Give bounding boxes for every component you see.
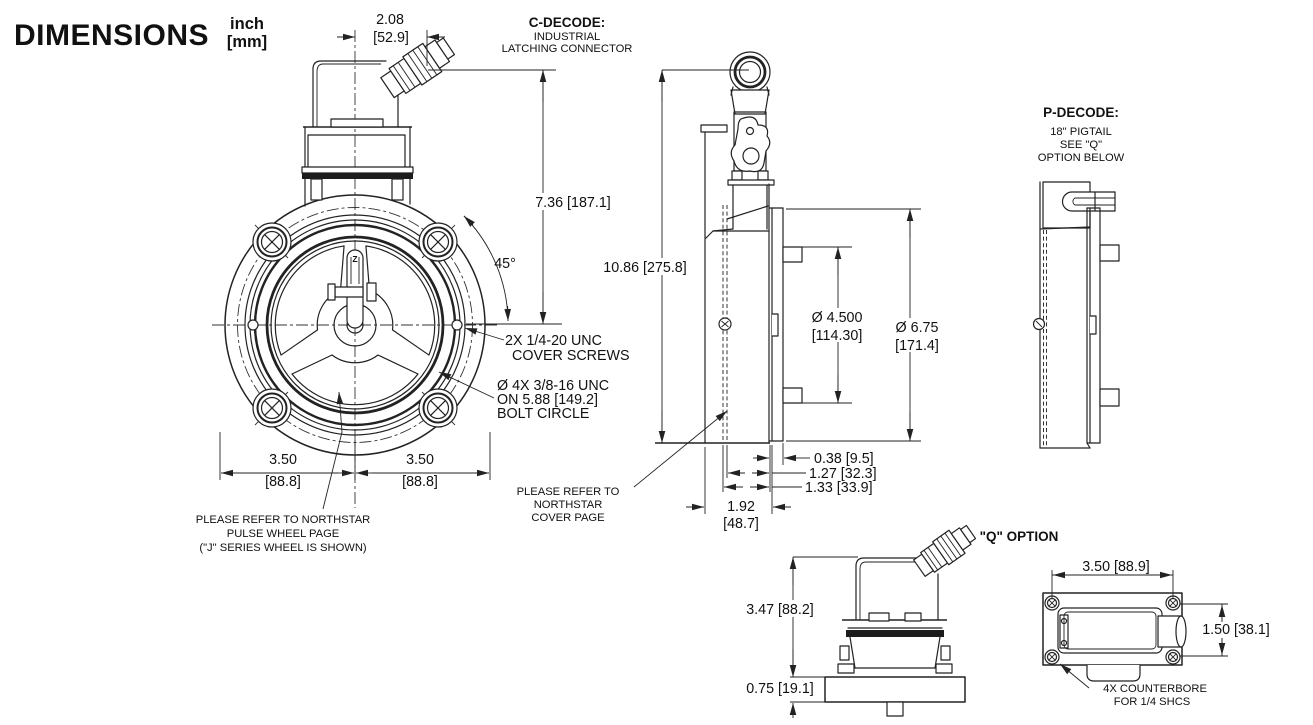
units-inch: inch xyxy=(230,15,264,33)
c-decode-line2: LATCHING CONNECTOR xyxy=(502,43,633,55)
dim-height-to-connector-label: 7.36 [187.1] xyxy=(535,195,611,211)
dim-overall-height-label: 10.86 [275.8] xyxy=(603,260,686,276)
dim-cover-depth: 1.27 [32.3] xyxy=(809,466,877,482)
note-cover-page: PLEASE REFER TO NORTHSTAR COVER PAGE xyxy=(517,410,728,524)
note-pulse-wheel-3: ("J" SERIES WHEEL IS SHOWN) xyxy=(199,542,367,554)
side-body xyxy=(655,183,803,444)
q-option-side-view: "Q" OPTION xyxy=(736,524,1059,718)
q-side-drawing xyxy=(824,524,977,717)
p-decode-view: P-DECODE: 18" PIGTAIL SEE "Q" OPTION BEL… xyxy=(1032,105,1125,449)
side-connector xyxy=(700,51,775,239)
dim-depths: 0.38 [9.5] 1.27 [32.3] 1.33 [33.9] 1.92 … xyxy=(686,443,877,532)
dim-q-width: 3.50 [88.9] xyxy=(1051,559,1174,599)
c-decode-line1: INDUSTRIAL xyxy=(534,31,601,43)
cover-housing xyxy=(301,37,456,207)
dim-screw-angle-label: 45° xyxy=(494,256,516,272)
dim-height-to-connector: 7.36 [187.1] xyxy=(428,69,622,325)
dim-q-spacing-label: 1.50 [38.1] xyxy=(1202,622,1270,638)
note-cover-page-2: NORTHSTAR xyxy=(534,499,603,511)
cover-screw-left xyxy=(247,319,259,331)
q-option-title: "Q" OPTION xyxy=(980,529,1059,544)
dim-overall-depth-mm: [48.7] xyxy=(723,516,759,532)
dim-q-base: 0.75 [19.1] xyxy=(736,680,824,718)
c-decode-note: C-DECODE: INDUSTRIAL LATCHING CONNECTOR xyxy=(502,15,633,55)
units-mm: [mm] xyxy=(227,33,267,51)
note-counterbore: 4X COUNTERBORE FOR 1/4 SHCS xyxy=(1059,663,1207,708)
dim-flange-dia: Ø 6.75 [171.4] xyxy=(786,208,950,442)
page-title: DIMENSIONS xyxy=(14,19,209,52)
p-decode-line1: 18" PIGTAIL xyxy=(1050,126,1112,138)
note-cover-page-1: PLEASE REFER TO xyxy=(517,486,620,498)
q-top-drawing xyxy=(1042,592,1187,682)
dim-overall-height: 10.86 [275.8] xyxy=(591,69,749,443)
note-cover-page-3: COVER PAGE xyxy=(531,512,604,524)
p-decode-title: P-DECODE: xyxy=(1043,105,1119,120)
q-connector xyxy=(913,524,977,577)
dim-q-width-label: 3.50 [88.9] xyxy=(1082,559,1150,575)
dim-half-right-in: 3.50 xyxy=(406,452,434,468)
dim-q-height-label: 3.47 [88.2] xyxy=(746,602,814,618)
latch-lever xyxy=(700,124,728,133)
note-bolt-circle-1: Ø 4X 3/8-16 UNC xyxy=(497,378,609,394)
dim-half-right-mm: [88.8] xyxy=(402,474,438,490)
dim-connector-width: 2.08 [52.9] xyxy=(337,12,445,66)
dim-q-base-label: 0.75 [19.1] xyxy=(746,681,814,697)
dim-half-left-mm: [88.8] xyxy=(265,474,301,490)
dim-connector-width-in: 2.08 xyxy=(376,12,404,28)
note-cover-screws-1: 2X 1/4-20 UNC xyxy=(505,333,602,349)
p-decode-line2: SEE "Q" xyxy=(1060,139,1102,151)
dim-half-widths: 3.50 [88.8] 3.50 [88.8] xyxy=(219,432,491,490)
z-index-mark: Z xyxy=(352,254,357,264)
dim-pilot-dia: Ø 4.500 [114.30] xyxy=(787,246,876,404)
note-pulse-wheel-2: PULSE WHEEL PAGE xyxy=(227,528,340,540)
dim-half-left-in: 3.50 xyxy=(269,452,297,468)
front-view: Z xyxy=(196,12,630,554)
dim-flange-dia-in: Ø 6.75 xyxy=(896,320,939,336)
pigtail-loop xyxy=(1061,191,1116,212)
dim-q-height: 3.47 [88.2] xyxy=(737,556,858,703)
note-bolt-circle: Ø 4X 3/8-16 UNC ON 5.88 [149.2] BOLT CIR… xyxy=(438,371,609,422)
dim-connector-width-mm: [52.9] xyxy=(373,30,409,46)
p-decode-drawing xyxy=(1032,181,1120,449)
note-cover-screws-2: COVER SCREWS xyxy=(512,348,630,364)
cover-screw-right xyxy=(451,319,463,331)
cover-bolts xyxy=(247,222,463,428)
dim-pilot-dia-in: Ø 4.500 xyxy=(812,310,863,326)
dim-screw-angle: 45° xyxy=(463,215,516,322)
mounting-boss-bottom xyxy=(782,387,803,404)
dim-q-spacing: 1.50 [38.1] xyxy=(1180,603,1279,657)
q-option-top-view: 3.50 [88.9] 1.50 [38.1] 4X COUNTERBORE F… xyxy=(1042,559,1279,708)
dim-pilot-depth: 0.38 [9.5] xyxy=(814,451,874,467)
c-decode-title: C-DECODE: xyxy=(529,15,606,30)
c-decode-connector xyxy=(380,37,456,99)
note-pulse-wheel-1: PLEASE REFER TO NORTHSTAR xyxy=(196,514,370,526)
mounting-boss-top xyxy=(782,246,803,263)
sensor-assembly: Z xyxy=(327,249,377,329)
dim-overall-depth-in: 1.92 xyxy=(727,499,755,515)
p-decode-line3: OPTION BELOW xyxy=(1038,152,1125,164)
side-view: 10.86 [275.8] Ø 4.500 [114.30] Ø 6.75 [1… xyxy=(517,51,950,532)
note-bolt-circle-2: ON 5.88 [149.2] xyxy=(497,392,598,408)
dim-cover-depth2: 1.33 [33.9] xyxy=(805,480,873,496)
title-block: DIMENSIONS inch [mm] xyxy=(14,15,267,52)
note-counterbore-2: FOR 1/4 SHCS xyxy=(1114,696,1190,708)
note-bolt-circle-3: BOLT CIRCLE xyxy=(497,406,589,422)
note-cover-screws: 2X 1/4-20 UNC COVER SCREWS xyxy=(464,327,630,364)
dim-flange-dia-mm: [171.4] xyxy=(895,338,939,354)
note-pulse-wheel: PLEASE REFER TO NORTHSTAR PULSE WHEEL PA… xyxy=(196,391,370,554)
dim-pilot-dia-mm: [114.30] xyxy=(812,328,863,344)
q-base-plate xyxy=(824,676,966,703)
note-counterbore-1: 4X COUNTERBORE xyxy=(1103,683,1207,695)
